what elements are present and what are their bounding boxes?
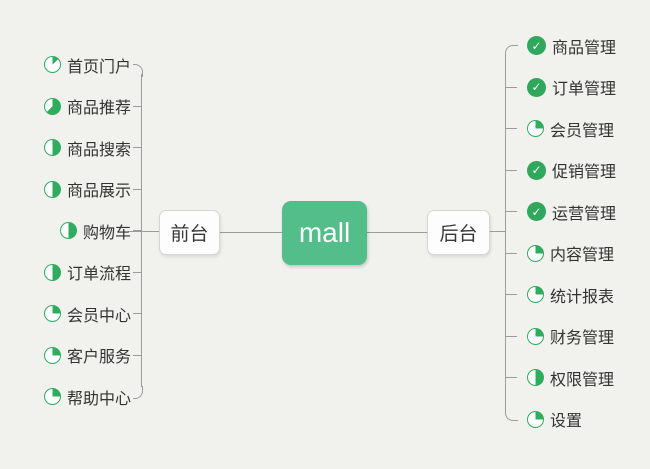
connector-corner [133, 64, 143, 78]
task-progress-pie-icon [527, 120, 544, 138]
connector-stub [505, 86, 517, 88]
topic-label: 统计报表 [550, 288, 615, 306]
root-topic-mall[interactable]: mall [282, 201, 367, 265]
topic-label: 首页门户 [66, 58, 131, 76]
topic-right-9[interactable]: 设置 [527, 399, 582, 441]
topic-right-6[interactable]: 统计报表 [527, 274, 614, 316]
task-done-check-icon: ✓ [527, 77, 546, 97]
connector-stub [505, 252, 517, 254]
topic-left-3[interactable]: 商品展示 [43, 169, 131, 211]
task-done-check-icon: ✓ [527, 160, 546, 180]
connector-line [218, 231, 282, 233]
task-progress-pie-icon [43, 388, 61, 406]
topic-right-3[interactable]: ✓ 促销管理 [527, 150, 616, 192]
connector-corner [133, 385, 143, 399]
task-progress-pie-icon [43, 56, 61, 74]
topic-left-8[interactable]: 帮助中心 [43, 376, 131, 418]
connector-stub [505, 169, 517, 171]
task-progress-pie-icon [527, 244, 544, 262]
branch-node-frontend[interactable]: 前台 [159, 210, 220, 255]
connector-stub [505, 335, 517, 337]
topic-label: 订单流程 [66, 266, 131, 284]
topic-label: 运营管理 [552, 205, 617, 223]
connector-line [505, 55, 506, 409]
branch-node-label: 前台 [170, 224, 209, 245]
topic-label: 购物车 [82, 224, 131, 242]
task-progress-pie-icon [527, 327, 544, 345]
topic-label: 内容管理 [550, 247, 615, 265]
connector-stub [505, 294, 517, 296]
connector-line [367, 231, 427, 233]
task-progress-pie-icon [527, 286, 544, 304]
connector-line [128, 230, 159, 232]
topic-left-5[interactable]: 订单流程 [43, 252, 131, 294]
topic-label: 会员管理 [550, 122, 615, 140]
connector-corner [505, 45, 518, 59]
connector-stub [133, 354, 142, 356]
topic-right-4[interactable]: ✓ 运营管理 [527, 191, 616, 233]
topic-label: 商品推荐 [66, 100, 131, 118]
topic-left-7[interactable]: 客户服务 [43, 335, 131, 377]
task-progress-pie-icon [59, 222, 77, 240]
topic-label: 设置 [550, 413, 583, 431]
connector-stub [505, 128, 517, 130]
topic-label: 商品搜索 [66, 141, 131, 159]
topic-left-6[interactable]: 会员中心 [43, 293, 131, 335]
connector-stub [133, 188, 142, 190]
task-done-check-icon: ✓ [527, 202, 546, 222]
backend-topic-list: ✓ 商品管理 ✓ 订单管理会员管理 ✓ 促销管理 ✓ 运营管理内容管理统计报表财务管理权限管理… [527, 25, 650, 440]
topic-right-2[interactable]: 会员管理 [527, 108, 614, 150]
task-progress-pie-icon [43, 97, 61, 115]
topic-right-7[interactable]: 财务管理 [527, 316, 614, 358]
connector-stub [133, 271, 142, 273]
task-progress-pie-icon [43, 305, 61, 323]
connector-stub [133, 105, 142, 107]
branch-node-label: 后台 [439, 224, 478, 245]
connector-stub [133, 230, 142, 232]
topic-right-8[interactable]: 权限管理 [527, 357, 614, 399]
task-progress-pie-icon [43, 263, 61, 281]
topic-right-1[interactable]: ✓ 订单管理 [527, 67, 616, 109]
task-progress-pie-icon [43, 346, 61, 364]
topic-label: 商品管理 [552, 39, 617, 57]
topic-label: 帮助中心 [66, 390, 131, 408]
topic-left-4[interactable]: 购物车 [59, 210, 131, 252]
topic-label: 权限管理 [550, 371, 615, 389]
topic-label: 商品展示 [66, 183, 131, 201]
topic-left-1[interactable]: 商品推荐 [43, 86, 131, 128]
task-progress-pie-icon [527, 410, 544, 428]
connector-stub [505, 211, 517, 213]
topic-right-5[interactable]: 内容管理 [527, 233, 614, 275]
topic-left-2[interactable]: 商品搜索 [43, 127, 131, 169]
connector-line [489, 230, 506, 232]
connector-stub [133, 147, 142, 149]
topic-label: 促销管理 [552, 164, 617, 182]
topic-label: 财务管理 [550, 330, 615, 348]
frontend-topic-list: 首页门户商品推荐商品搜索商品展示购物车订单流程会员中心客户服务帮助中心 [0, 44, 131, 418]
root-topic-label: mall [298, 217, 351, 248]
task-done-check-icon: ✓ [527, 36, 546, 56]
topic-label: 会员中心 [66, 307, 131, 325]
task-progress-pie-icon [527, 369, 544, 387]
topic-label: 订单管理 [552, 81, 617, 99]
task-progress-pie-icon [43, 139, 61, 157]
task-progress-pie-icon [43, 180, 61, 198]
connector-corner [505, 407, 518, 421]
connector-stub [505, 377, 517, 379]
topic-label: 客户服务 [66, 349, 131, 367]
topic-right-0[interactable]: ✓ 商品管理 [527, 25, 616, 67]
branch-node-backend[interactable]: 后台 [427, 210, 490, 255]
topic-left-0[interactable]: 首页门户 [43, 44, 131, 86]
connector-stub [133, 313, 142, 315]
